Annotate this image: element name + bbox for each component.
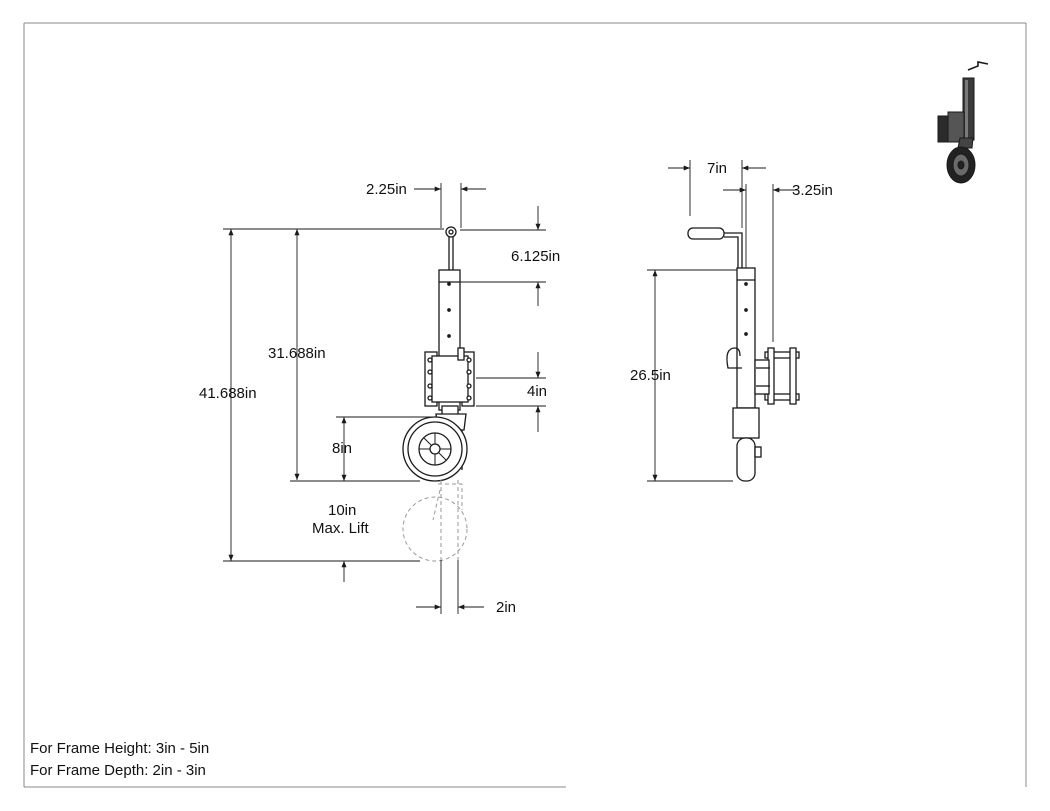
max-lift-ghost-wheel	[402, 480, 468, 562]
dim-crank-length: 7in	[707, 160, 728, 177]
dim-max-lift-value: 10in	[328, 502, 357, 519]
note-frame-depth: For Frame Depth: 2in - 3in	[30, 762, 206, 779]
dim-max-lift-label: Max. Lift	[312, 520, 369, 537]
dim-retracted-height: 31.688in	[268, 345, 326, 362]
dim-total-height: 41.688in	[199, 385, 257, 402]
dim-wheel-diameter: 8in	[332, 440, 353, 457]
isometric-thumbnail	[937, 61, 989, 184]
front-view-jack	[402, 226, 475, 482]
dim-bracket-offset: 3.25in	[792, 182, 833, 199]
dim-side-height: 26.5in	[630, 367, 671, 384]
dim-handle-clearance: 6.125in	[511, 248, 561, 265]
note-frame-height: For Frame Height: 3in - 5in	[30, 740, 210, 757]
front-view-dimensions	[223, 183, 546, 614]
dim-tube-width: 2in	[496, 599, 517, 616]
side-view-jack	[687, 227, 800, 482]
drawing-border	[23, 22, 1027, 788]
dim-top-pin-width: 2.25in	[366, 181, 407, 198]
side-view-dimensions	[647, 160, 797, 482]
dim-bracket-height: 4in	[527, 383, 548, 400]
